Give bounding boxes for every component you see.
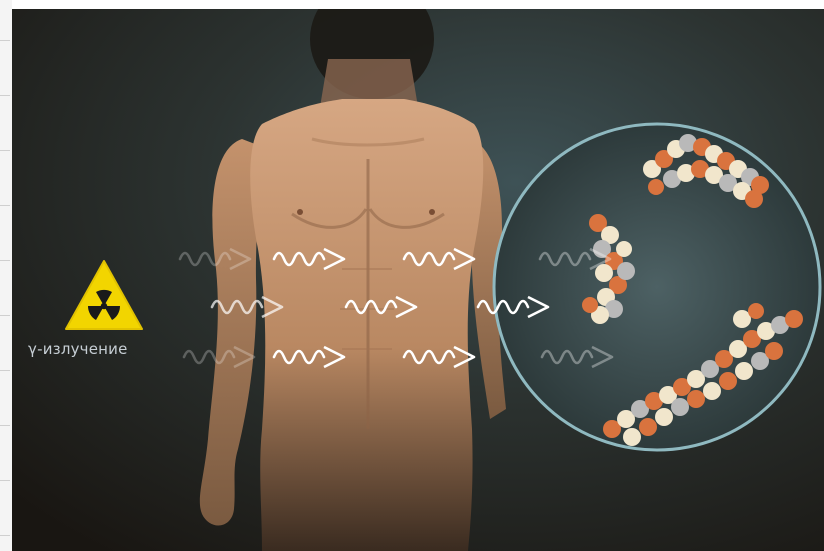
left-edge-strip: [0, 0, 12, 551]
dna-closeup-circle: [494, 124, 820, 450]
radiation-illustration: [12, 9, 824, 551]
gamma-radiation-label: γ-излучение: [28, 340, 128, 358]
